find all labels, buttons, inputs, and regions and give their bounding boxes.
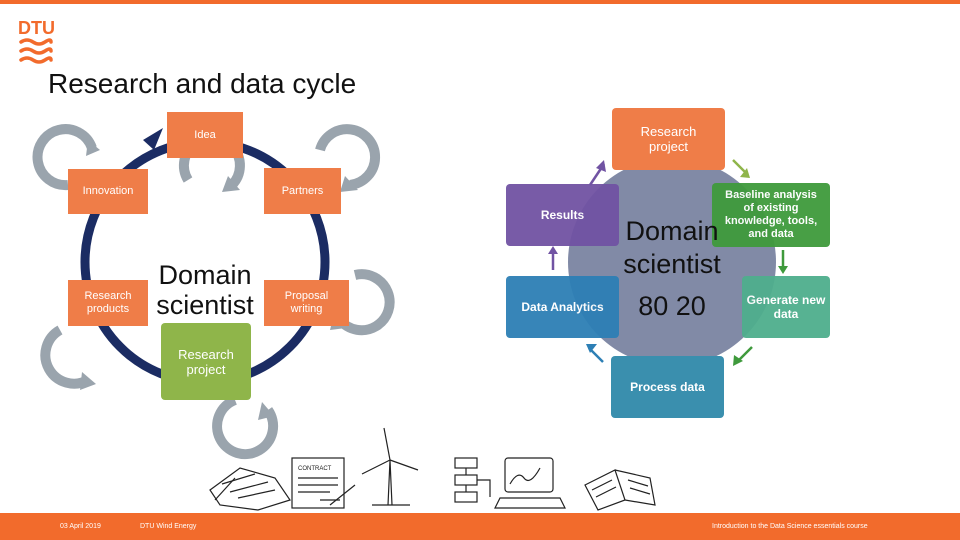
computer-illustration [495,458,565,508]
open-book-illustration [585,470,655,510]
footer-bar: 03 April 2019 DTU Wind Energy Introducti… [0,513,960,540]
footer-date: 03 April 2019 [60,523,101,530]
svg-text:CONTRACT: CONTRACT [298,466,332,472]
paper-pile-illustration [210,468,290,510]
wind-turbine-illustration [362,428,418,505]
flowchart-illustration [455,458,490,502]
footer-org: DTU Wind Energy [140,523,196,530]
contract-illustration: CONTRACT [292,458,355,508]
footer-course: Introduction to the Data Science essenti… [712,523,868,530]
